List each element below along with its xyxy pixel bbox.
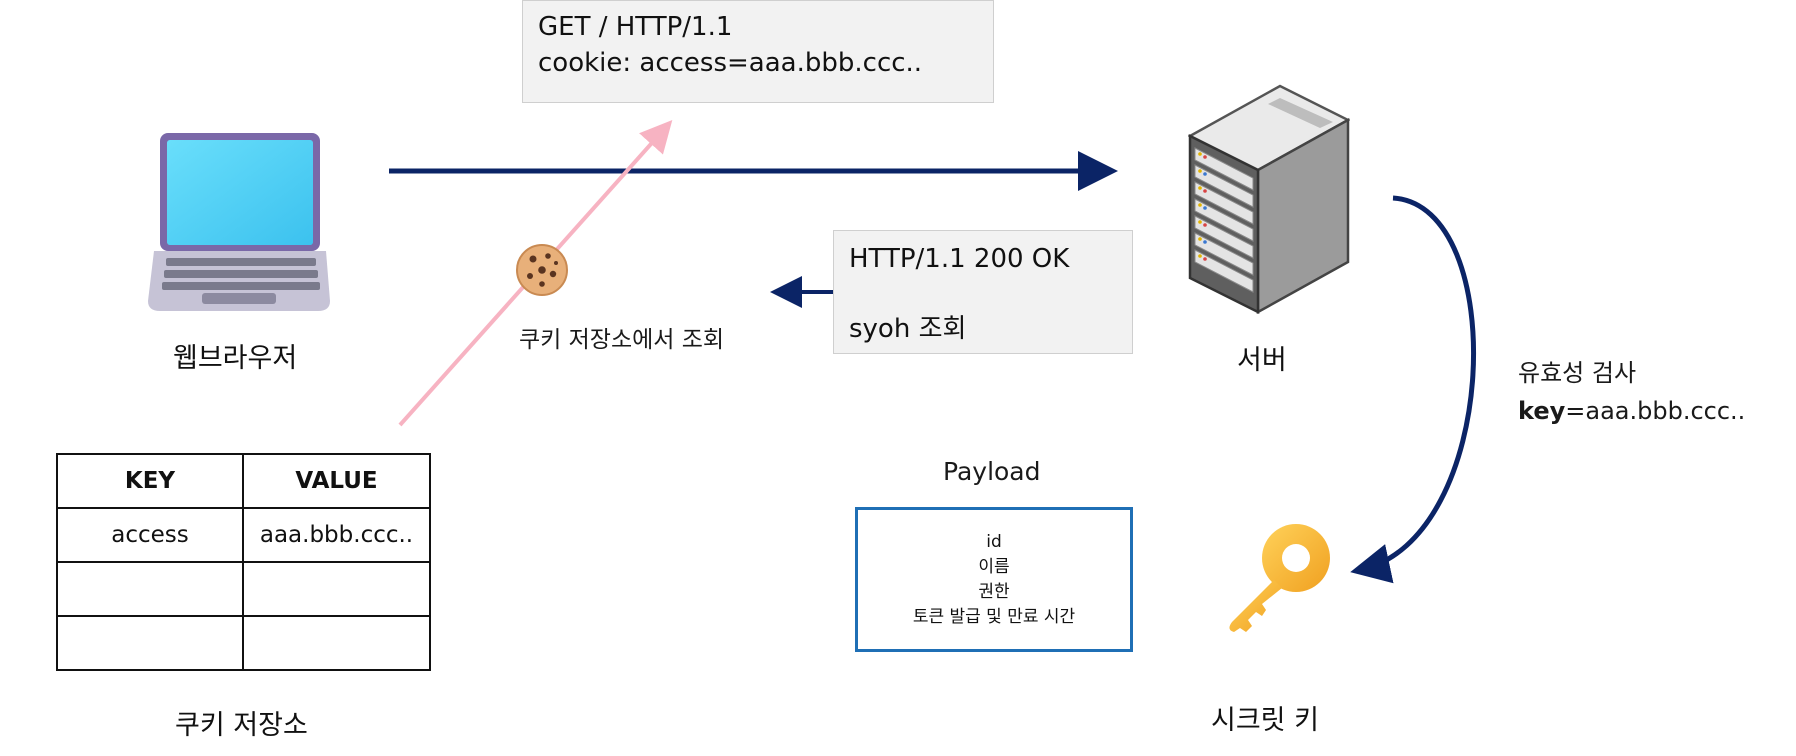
table-header-row: KEY VALUE — [56, 453, 431, 509]
response-box: HTTP/1.1 200 OK syoh 조회 — [833, 230, 1133, 354]
secret-key-label: 시크릿 키 — [1211, 705, 1319, 736]
cookie-icon — [516, 244, 568, 296]
payload-item: id — [986, 531, 1002, 552]
payload-item: 토큰 발급 및 만료 시간 — [912, 606, 1076, 627]
table-row: access aaa.bbb.ccc.. — [56, 507, 431, 563]
validation-key-value: =aaa.bbb.ccc.. — [1565, 397, 1746, 425]
cookie-store-label: 쿠키 저장소 — [175, 710, 308, 741]
table-header-key: KEY — [56, 453, 244, 509]
table-row — [56, 615, 431, 671]
response-line-1: HTTP/1.1 200 OK — [849, 244, 1070, 274]
validation-line-1: 유효성 검사 — [1518, 359, 1637, 387]
key-icon — [1229, 524, 1330, 632]
validation-key-bold: key — [1518, 397, 1566, 425]
table-cell: access — [56, 507, 244, 563]
cookie-lookup-label: 쿠키 저장소에서 조회 — [519, 327, 725, 353]
validation-text: 유효성 검사 key=aaa.bbb.ccc.. — [1518, 354, 1745, 430]
payload-item: 권한 — [978, 581, 1010, 602]
request-line-1: GET / HTTP/1.1 — [538, 12, 733, 42]
table-cell — [56, 615, 244, 671]
validation-curve-arrow — [1350, 195, 1476, 584]
table-cell — [242, 615, 431, 671]
cookie-table: KEY VALUE access aaa.bbb.ccc.. — [56, 453, 431, 671]
payload-item: 이름 — [978, 556, 1010, 577]
table-header-value: VALUE — [242, 453, 431, 509]
server-label: 서버 — [1237, 345, 1287, 376]
payload-box: id 이름 권한 토큰 발급 및 만료 시간 — [855, 507, 1133, 652]
server-icon — [1188, 84, 1350, 314]
response-line-2: syoh 조회 — [849, 314, 967, 344]
table-cell: aaa.bbb.ccc.. — [242, 507, 431, 563]
request-box: GET / HTTP/1.1 cookie: access=aaa.bbb.cc… — [522, 0, 994, 103]
laptop-icon — [148, 133, 330, 311]
table-cell — [242, 561, 431, 617]
request-line-2: cookie: access=aaa.bbb.ccc.. — [538, 48, 923, 78]
validation-key-line: key=aaa.bbb.ccc.. — [1518, 392, 1745, 430]
table-cell — [56, 561, 244, 617]
payload-title: Payload — [943, 457, 1041, 486]
browser-label: 웹브라우저 — [173, 343, 298, 374]
table-row — [56, 561, 431, 617]
